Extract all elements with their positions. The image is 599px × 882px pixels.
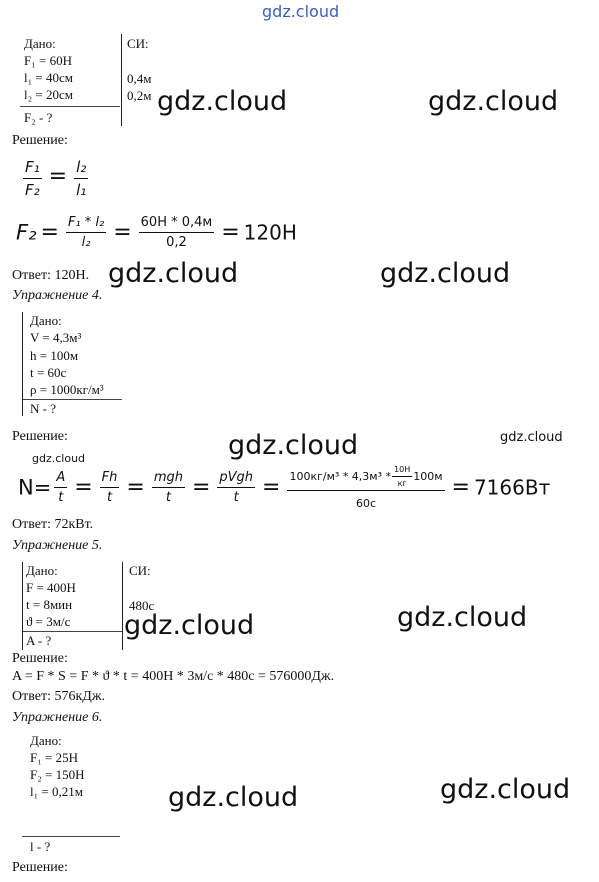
ex3-f1-numerator: F₁ — [23, 158, 42, 179]
ex4-given-rho: ρ = 1000кг/м³ — [30, 382, 104, 397]
ex3-fraction2-denominator: 0,2 — [166, 235, 187, 250]
ex5-given-bracket — [22, 562, 23, 650]
ex4-denominator: 60с — [355, 497, 377, 510]
ex4-result-value: 7166Вт — [473, 475, 551, 500]
ex4-answer: Ответ: 72кВт. — [12, 517, 94, 532]
ex3-fraction2-numerator: 60Н * 0,4м — [138, 215, 215, 233]
ex5-solution: A = F * S = F * ϑ * t = 400Н * 3м/с * 48… — [12, 669, 335, 684]
ex4-g-denominator: кг — [397, 479, 407, 488]
ex3-si-l1: 0,4м — [127, 71, 152, 86]
watermark: gdz.cloud — [168, 782, 299, 813]
ex3-f2-symbol: F₂ — [16, 220, 37, 245]
ex4-time-t: t — [165, 490, 171, 505]
ex3-answer: Ответ: 120Н. — [12, 268, 90, 283]
ex6-given-f1: F₁ = 25Н — [30, 750, 78, 765]
watermark: gdz.cloud — [228, 430, 359, 461]
ex5-si-t: 480с — [129, 598, 155, 613]
ex3-fraction1-denominator: l₂ — [81, 235, 91, 250]
watermark: gdz.cloud — [428, 86, 559, 117]
ex6-solution-title: Решение: — [12, 860, 68, 875]
ex4-time-t: t — [233, 490, 239, 505]
ex6-given-divider — [22, 836, 120, 837]
watermark: gdz.cloud — [440, 774, 571, 805]
ex6-given-f2: F₂ = 150Н — [30, 767, 85, 782]
ex3-given-l2: l₂ = 20см — [24, 87, 73, 102]
ex3-l-denominator: l₁ — [76, 181, 87, 199]
ex4-given-h: h = 100м — [30, 348, 79, 363]
ex4-work-a: A — [54, 470, 68, 488]
ex3-given-f1: F₁ = 60Н — [24, 53, 72, 68]
watermark: gdz.cloud — [397, 602, 528, 633]
ex5-answer: Ответ: 576кДж. — [12, 689, 106, 704]
ex5-si-separator — [122, 562, 123, 650]
ex3-given-divider — [20, 106, 120, 107]
ex5-find: A - ? — [26, 633, 52, 648]
ex3-si-l2: 0,2м — [127, 88, 152, 103]
ex6-title: Упражнение 6. — [12, 710, 103, 725]
watermark-small: gdz.cloud — [32, 452, 86, 465]
watermark: gdz.cloud — [380, 258, 511, 289]
watermark: gdz.cloud — [157, 86, 288, 117]
ex4-pvgh: pVgh — [217, 470, 256, 488]
watermark: gdz.cloud — [124, 610, 255, 641]
ex4-given-t: t = 60с — [30, 365, 67, 380]
ex4-given-title: Дано: — [30, 313, 62, 328]
ex4-fh: Fh — [99, 470, 120, 488]
ex5-given-v: ϑ = 3м/с — [26, 614, 71, 629]
watermark: gdz.cloud — [108, 258, 239, 289]
ex5-given-f: F = 400Н — [26, 580, 76, 595]
ex4-given-v: V = 4,3м³ — [30, 330, 82, 345]
ex4-time-t: t — [106, 490, 113, 505]
ex6-given-title: Дано: — [30, 733, 62, 748]
ex4-numerator-part1: 100кг/м³ * 4,3м³ * — [289, 470, 392, 483]
ex3-solution-title: Решение: — [12, 133, 68, 148]
ex5-given-title: Дано: — [26, 563, 58, 578]
ex3-find: F₂ - ? — [24, 110, 53, 125]
ex4-given-divider — [22, 399, 122, 400]
ex4-find: N - ? — [30, 401, 56, 416]
ex3-l-numerator: l₂ — [74, 158, 89, 179]
ex3-given-title: Дано: — [24, 36, 56, 51]
ex5-given-divider — [22, 631, 122, 632]
ex3-f1-denominator: F₂ — [25, 181, 40, 199]
ex4-g-numerator: 10Н — [392, 465, 413, 477]
watermark-top: gdz.cloud — [262, 2, 340, 21]
ex6-given-l1: l₁ = 0,21м — [30, 784, 83, 799]
ex5-given-t: t = 8мин — [26, 597, 73, 612]
ex5-title: Упражнение 5. — [12, 538, 103, 553]
ex4-numerator-part2: 100м — [413, 470, 443, 483]
ex3-given-l1: l₁ = 40см — [24, 70, 73, 85]
ex4-title: Упражнение 4. — [12, 288, 103, 303]
ex3-fraction1-numerator: F₁ * l₂ — [65, 215, 107, 233]
ex6-find: l - ? — [30, 839, 51, 854]
ex4-solution-title: Решение: — [12, 429, 68, 444]
ex3-si-separator — [121, 34, 122, 126]
ex5-solution-title: Решение: — [12, 651, 68, 666]
ex4-given-bracket — [22, 312, 23, 416]
ex4-n-symbol: N= — [18, 475, 52, 500]
ex3-result-value: 120Н — [243, 220, 297, 245]
ex4-time-t: t — [58, 490, 64, 505]
watermark-small: gdz.cloud — [500, 430, 563, 445]
ex5-si-title: СИ: — [129, 563, 151, 578]
ex3-si-title: СИ: — [127, 36, 149, 51]
ex4-mgh: mgh — [151, 470, 185, 488]
